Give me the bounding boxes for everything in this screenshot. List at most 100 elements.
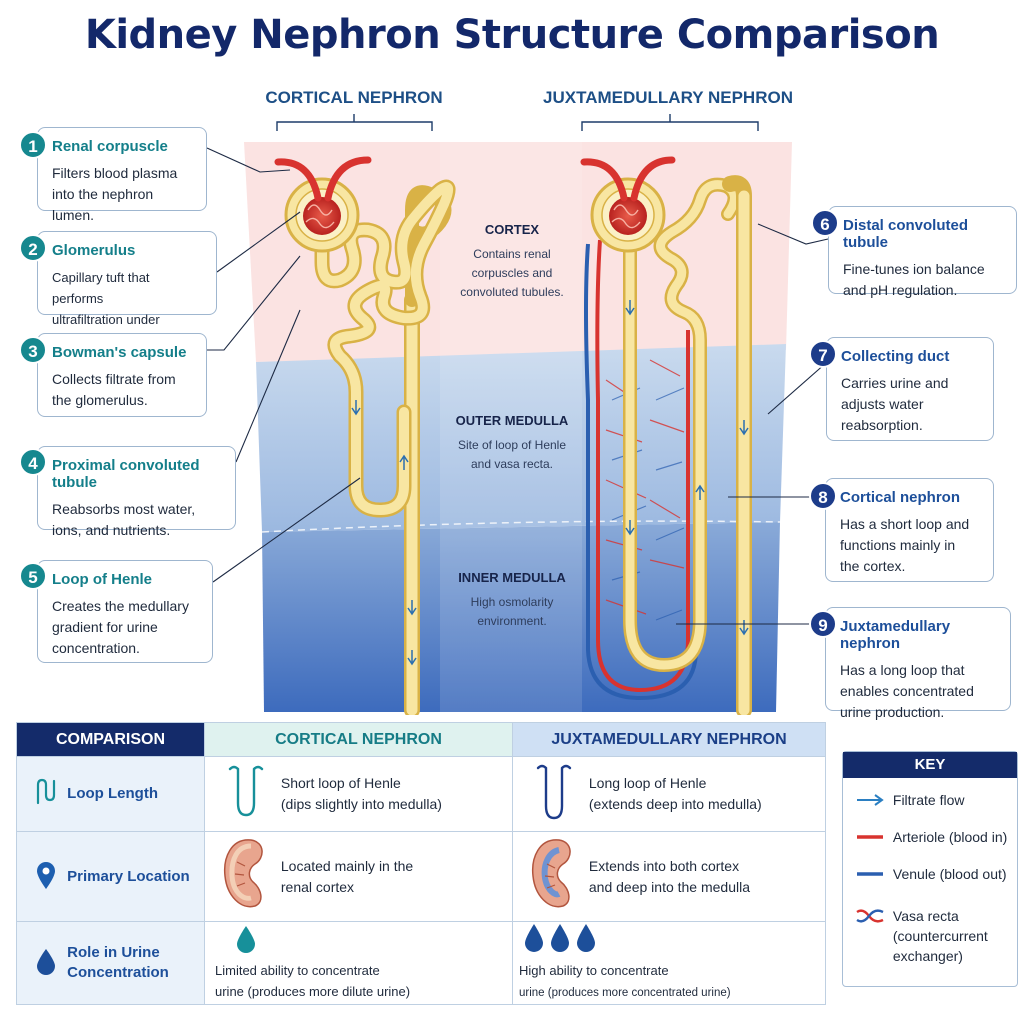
comparison-table: COMPARISON CORTICAL NEPHRON JUXTAMEDULLA… [16, 722, 826, 1005]
zone-divider [261, 520, 781, 533]
callout-number-badge: 4 [19, 448, 47, 476]
callout-desc: Has a long loop that [840, 662, 965, 678]
kidney-medulla-icon [523, 836, 585, 918]
page-title: Kidney Nephron Structure Comparison [84, 12, 940, 58]
inner-medulla-title: INNER MEDULLA [458, 570, 566, 585]
juxtamedullary-column-heading: JUXTAMEDULLARY NEPHRON [543, 88, 793, 107]
vasa-recta-icon [855, 906, 889, 931]
row-label-loop-length: Loop Length [16, 756, 205, 832]
row-label-primary-location: Primary Location [16, 831, 205, 922]
callout-title: Cortical nephron [840, 489, 961, 506]
cortex-title: CORTEX [484, 222, 540, 237]
callout-collecting-duct: Collecting duct Carries urine and adjust… [826, 337, 994, 441]
key-item-venule: Venule (blood out) [855, 864, 1011, 889]
callout-desc: Creates the medullary [52, 598, 189, 614]
cortex-desc-1: Contains renal [473, 247, 551, 261]
key-item-filtrate: Filtrate flow [855, 790, 1011, 815]
callout-glomerulus: Glomerulus Capillary tuft that performs … [37, 231, 217, 348]
cortical-arteriole [274, 158, 322, 202]
callout-desc: Has a short loop and [840, 516, 970, 532]
outer-medulla-desc-1: Site of loop of Henle [457, 438, 567, 452]
legend-key: KEY Filtrate flow Arteriole (blood in) V… [842, 751, 1018, 987]
cortical-bracket [276, 114, 433, 131]
callout-desc: Filters blood plasma [52, 165, 178, 181]
callout-desc: Carries urine and [841, 375, 949, 391]
triple-droplet-icon [519, 922, 601, 960]
vasa-recta-vein [584, 243, 698, 701]
callout-number-badge: 7 [809, 340, 837, 368]
callout-desc: urine production. [840, 704, 945, 720]
callout-desc: the glomerulus. [52, 392, 148, 408]
callout-title: Juxtamedullary nephron [840, 618, 951, 652]
callout-desc: Fine-tunes ion balance [843, 261, 985, 277]
callout-title: Proximal convoluted tubule [52, 457, 200, 491]
inner-medulla-desc-2: environment. [477, 614, 547, 628]
callout-desc: adjusts water [841, 396, 924, 412]
key-item-arteriole: Arteriole (blood in) [855, 827, 1011, 852]
callout-number-badge: 3 [19, 336, 47, 364]
juxtamedullary-glomerulus [609, 197, 647, 235]
cortex-desc-3: convoluted tubules. [460, 285, 564, 299]
callout-desc: functions mainly in [840, 537, 956, 553]
callout-desc: the cortex. [840, 558, 906, 574]
droplet-icon [29, 947, 63, 979]
callout-title: Renal corpuscle [52, 138, 168, 155]
juxtamedullary-bracket [581, 114, 759, 131]
center-band [440, 142, 582, 712]
table-header-row: COMPARISON CORTICAL NEPHRON JUXTAMEDULLA… [16, 722, 826, 757]
outer-medulla-zone [256, 344, 786, 532]
callout-number-badge: 5 [19, 562, 47, 590]
cortical-glomerulus [303, 197, 341, 235]
callout-number-badge: 9 [809, 610, 837, 638]
cortex-desc-2: corpuscles and [471, 266, 553, 280]
callout-desc: enables concentrated [840, 683, 974, 699]
callout-desc: ions, and nutrients. [52, 522, 171, 538]
callout-title: Glomerulus [52, 242, 136, 259]
callout-leader-lines [206, 147, 829, 625]
callout-renal-corpuscle: Renal corpuscle Filters blood plasma int… [37, 127, 207, 223]
arrow-icon [855, 790, 889, 815]
table-header-comparison: COMPARISON [16, 722, 205, 757]
red-line-icon [855, 827, 889, 852]
callout-juxtamedullary-nephron: Juxtamedullary nephron Has a long loop t… [825, 607, 1011, 720]
blue-line-icon [855, 864, 889, 889]
callout-distal-tubule: Distal convoluted tubule Fine-tunes ion … [828, 206, 1017, 298]
cortical-efferent-arteriole [324, 156, 372, 202]
cortex-label: CORTEX Contains renal corpuscles and con… [437, 222, 587, 302]
table-row: Loop Length Short loop of Henle(dips sli… [16, 756, 826, 832]
inner-medulla-desc-1: High osmolarity [470, 595, 554, 609]
callout-desc: Capillary tuft that performs [52, 270, 150, 306]
callout-number-badge: 8 [809, 482, 837, 510]
table-header-cortical: CORTICAL NEPHRON [204, 722, 513, 757]
cortical-nephron [274, 156, 456, 715]
callout-number-badge: 2 [19, 234, 47, 262]
callout-desc: gradient for urine [52, 619, 158, 635]
nephron-diagram [206, 114, 829, 715]
outer-medulla-desc-2: and vasa recta. [470, 457, 554, 471]
callout-desc: Collects filtrate from [52, 371, 176, 387]
callout-number-badge: 1 [19, 131, 47, 159]
callout-title: Bowman's capsule [52, 344, 187, 361]
callout-desc: into the nephron lumen. [52, 186, 154, 223]
callout-cortical-nephron: Cortical nephron Has a short loop and fu… [825, 478, 994, 582]
cortical-loop-length-cell: Short loop of Henle(dips slightly into m… [204, 756, 513, 832]
key-title: KEY [843, 752, 1017, 778]
inner-medulla-label: INNER MEDULLA High osmolarity environmen… [437, 570, 587, 631]
juxtamedullary-arteriole [580, 158, 628, 202]
vasa-recta-artery [595, 239, 690, 693]
callout-title: Collecting duct [841, 348, 950, 365]
juxtamedullary-loop-length-cell: Long loop of Henle(extends deep into med… [512, 756, 826, 832]
long-loop-icon [523, 762, 585, 826]
callout-title: Loop of Henle [52, 571, 152, 588]
callout-desc: reabsorption. [841, 417, 923, 433]
callout-desc: and pH regulation. [843, 282, 958, 298]
outer-medulla-label: OUTER MEDULLA Site of loop of Henle and … [437, 413, 587, 474]
